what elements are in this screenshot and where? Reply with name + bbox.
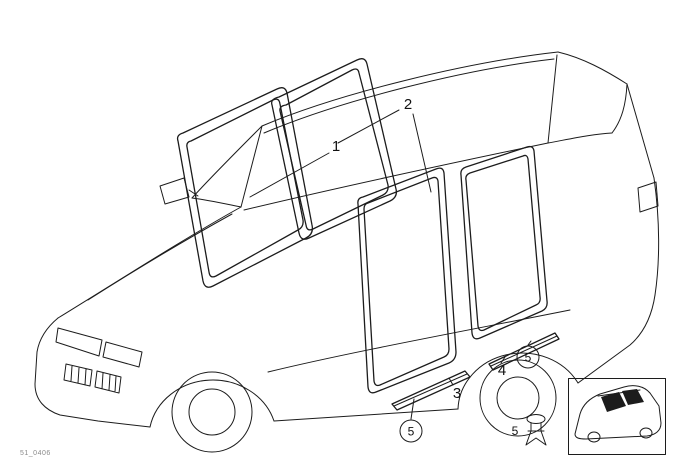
hood-crease: [87, 213, 233, 301]
rear-bumper: [577, 294, 656, 384]
clip-fastener: 5: [512, 414, 547, 446]
callout-1[interactable]: 1: [332, 138, 340, 155]
door-mirror: [159, 177, 199, 205]
leader-5-front: [410, 398, 415, 420]
beltline: [243, 142, 549, 211]
rear-window-edge: [611, 83, 628, 134]
seal-loop-2-inner: [279, 68, 389, 231]
diagram-code: 51_0406: [20, 450, 51, 457]
callout-3-label[interactable]: 3: [453, 385, 461, 402]
leader-4: [500, 356, 506, 364]
d-pillar: [547, 54, 558, 144]
seal-loop-1-outer: [176, 87, 314, 288]
callout-2[interactable]: 2: [404, 96, 412, 113]
sill-strip-front: [391, 370, 471, 411]
callout-5-rear-ring[interactable]: [516, 345, 540, 369]
door-seal-loop-front: [176, 87, 314, 288]
sill-strip-front-midline: [393, 373, 468, 407]
callout-5-rear-label[interactable]: 5: [525, 351, 532, 365]
front-wheel-inner: [188, 388, 236, 436]
rear-wheel-inner: [496, 376, 540, 420]
tailgate-edge: [626, 83, 655, 179]
inset-thumbnail: [568, 378, 666, 455]
callout-4-label[interactable]: 4: [498, 362, 506, 379]
rear-aperture-outer: [460, 145, 548, 340]
beltline-rear: [547, 132, 613, 144]
callout-2-label[interactable]: 2: [404, 96, 412, 113]
door-seal-loop-rear: [271, 58, 398, 240]
rear-roof-corner: [557, 51, 628, 85]
front-aperture-inner: [363, 176, 450, 387]
front-door-aperture-seal: [357, 167, 457, 394]
callout-5-front-label[interactable]: 5: [408, 425, 415, 439]
inset-highlight-rear-door: [622, 389, 644, 405]
sill-strip-front-outline: [391, 370, 471, 411]
inset-highlight-front-door: [601, 392, 626, 412]
seal-loop-2-outer: [271, 58, 398, 240]
leader-3: [448, 377, 454, 386]
leader-2: [337, 109, 432, 193]
side-crease: [267, 309, 571, 373]
cowl-line: [191, 197, 242, 208]
rear-wheel-arch: [457, 352, 579, 410]
windshield-edge: [191, 125, 263, 199]
callout-5-front-circle[interactable]: 5: [399, 419, 423, 443]
car-outline: [34, 51, 660, 453]
inset-car-outline: [574, 385, 662, 440]
rear-wheel-outer: [479, 359, 557, 437]
rear-aperture-inner: [465, 154, 541, 332]
front-aperture-outer: [357, 167, 457, 394]
kidney-grille: [63, 363, 122, 394]
nose-and-bumper: [34, 317, 151, 428]
leader-lines: [249, 109, 532, 420]
taillight: [637, 181, 659, 213]
roof-line-inner: [263, 58, 555, 134]
callout-5-front-ring[interactable]: [399, 419, 423, 443]
inset-border: [568, 378, 666, 455]
rear-door-aperture-seal: [460, 145, 548, 340]
callout-1-label[interactable]: 1: [332, 138, 340, 155]
front-wheel-arch: [149, 379, 275, 428]
callout-3[interactable]: 3: [453, 385, 461, 402]
roof-line-outer: [261, 51, 559, 127]
clip-head: [526, 414, 546, 424]
clip-body: [525, 422, 547, 446]
rear-face: [653, 177, 660, 296]
inset-rear-wheel: [639, 427, 653, 439]
seal-loop-1-inner: [186, 98, 304, 278]
front-wheel-outer: [171, 371, 253, 453]
sill-line: [273, 408, 459, 422]
callout-5-rear-circle[interactable]: 5: [516, 345, 540, 369]
sill-strip-rear-outline: [488, 332, 560, 371]
headlights: [55, 327, 143, 368]
inset-front-wheel: [587, 431, 601, 443]
leader-1: [249, 152, 330, 198]
callout-5-clip-label[interactable]: 5: [512, 424, 519, 438]
callout-4[interactable]: 4: [498, 362, 506, 379]
a-pillar: [240, 125, 263, 208]
hood-top: [57, 206, 242, 319]
leader-5-rear: [527, 340, 532, 346]
